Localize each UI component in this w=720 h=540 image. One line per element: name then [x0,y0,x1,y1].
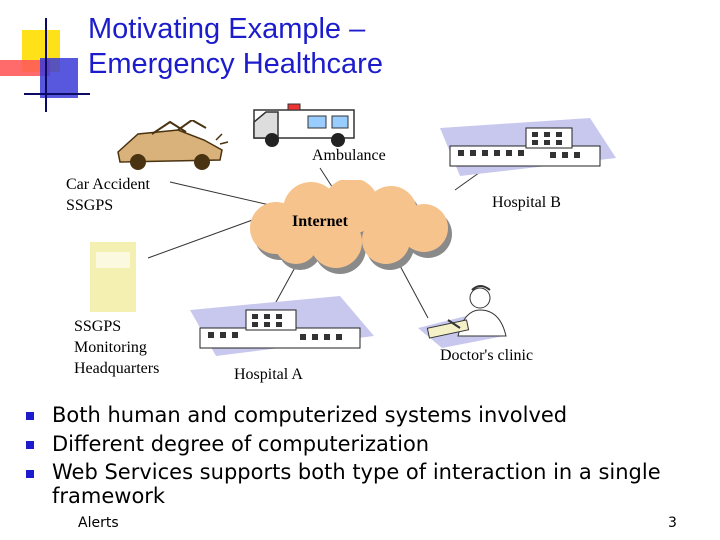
hq-label: SSGPS Monitoring Headquarters [74,316,159,379]
slide-title: Motivating Example – Emergency Healthcar… [88,12,383,82]
car-accident-icon [117,120,229,170]
square-bullet-icon [26,441,34,449]
bullet-text: Different degree of computerization [52,432,430,456]
bullet-item: Different degree of computerization [24,431,704,458]
ambulance-icon [253,103,355,147]
page-number: 3 [668,515,677,531]
bullet-item: Web Services supports both type of inter… [24,460,704,508]
bullet-item: Both human and computerized systems invo… [24,402,704,429]
internet-cloud-icon [250,180,452,274]
square-bullet-icon [26,412,34,420]
car-accident-line-2: SSGPS [66,197,114,214]
hospital-a-icon [190,296,374,356]
title-line-2: Emergency Healthcare [88,48,383,80]
car-accident-label: Car Accident SSGPS [66,174,150,216]
doctor-icon [418,285,507,348]
hospital-b-icon [440,118,616,176]
hq-line-1: SSGPS [74,318,122,335]
bullet-list: Both human and computerized systems invo… [24,402,704,508]
hospital-a-label: Hospital A [234,366,303,383]
hospital-b-label: Hospital B [492,194,561,211]
title-line-1: Motivating Example – [88,13,366,45]
title-decoration [0,18,90,112]
hq-line-3: Headquarters [74,360,160,377]
hq-line-2: Monitoring [74,339,147,356]
internet-label: Internet [292,213,348,230]
pager-icon [90,242,136,312]
doctors-clinic-label: Doctor's clinic [440,347,534,364]
car-accident-line-1: Car Accident [66,176,150,193]
footer-label: Alerts [78,515,119,531]
bullet-text: Both human and computerized systems invo… [52,403,568,427]
bullet-text: Web Services supports both type of inter… [52,460,661,508]
ambulance-label: Ambulance [312,147,386,164]
square-bullet-icon [26,470,34,478]
